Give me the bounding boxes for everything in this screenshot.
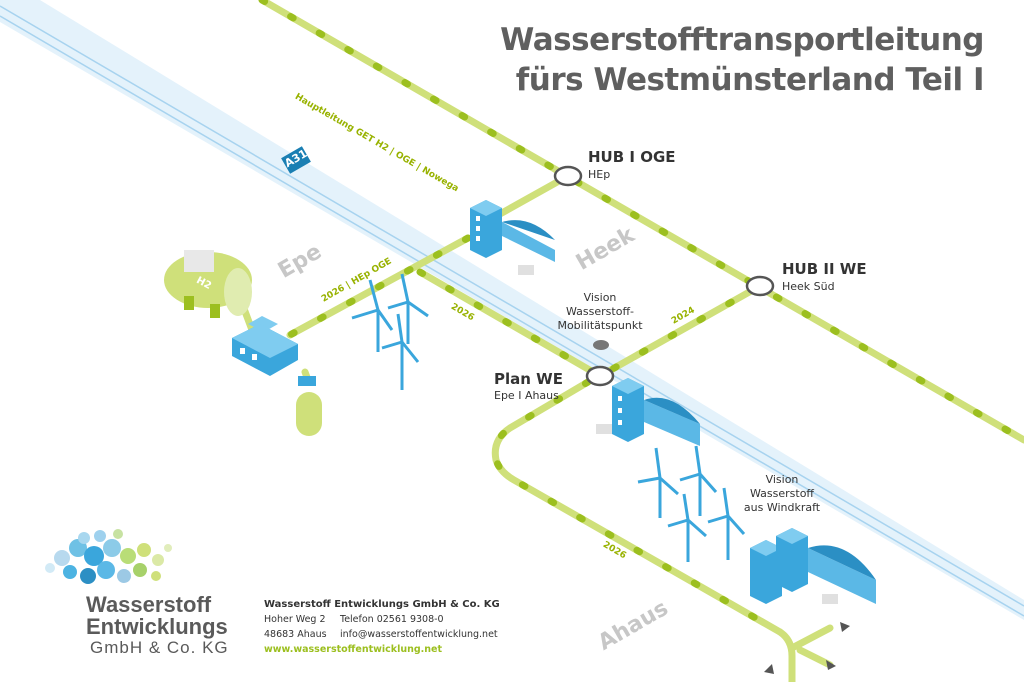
company-website-link[interactable]: www.wasserstoffentwicklung.net xyxy=(264,644,443,655)
hub-2-sub: Heek Süd xyxy=(782,280,835,293)
hub-2-node xyxy=(745,275,775,297)
vision-wind-line-1: Vision xyxy=(765,473,799,486)
company-city: 48683 Ahaus xyxy=(264,629,327,640)
hub-1-sub: HEp xyxy=(588,168,611,181)
highway-a31 xyxy=(0,0,1024,620)
plan-node xyxy=(585,365,615,387)
building-wind-hydrogen xyxy=(750,528,876,604)
vision-mobility: Vision Wasserstoff- Mobilitätspunkt xyxy=(548,291,652,333)
company-name: Wasserstoff Entwicklungs GmbH & Co. KG xyxy=(264,599,500,610)
storage-cylinder xyxy=(296,392,322,436)
vision-mobility-line-1: Vision xyxy=(583,291,617,304)
wind-turbines-epe xyxy=(351,273,429,390)
hub-2-name: HUB II WE xyxy=(782,260,867,278)
plan-sub: Epe I Ahaus xyxy=(494,389,559,402)
title-line-2: fürs Westmünsterland Teil I xyxy=(515,62,985,98)
company-info: Wasserstoff Entwicklungs GmbH & Co. KG H… xyxy=(264,597,500,657)
logo-line-2: Entwicklungs xyxy=(86,614,228,639)
logo-line-1: Wasserstoff xyxy=(86,592,212,617)
vision-wind-line-2: Wasserstoff xyxy=(749,487,815,500)
company-email[interactable]: info@wasserstoffentwicklung.net xyxy=(340,629,498,640)
pipelines xyxy=(236,0,1024,682)
vision-wind-line-3: aus Windkraft xyxy=(743,501,821,514)
title-line-1: Wasserstofftransportleitung xyxy=(500,22,984,58)
building-hub1 xyxy=(470,200,555,275)
logo-line-3: GmbH & Co. KG xyxy=(90,638,229,657)
building-pump-house xyxy=(232,316,316,386)
vision-mobility-line-2: Wasserstoff- xyxy=(566,305,634,318)
company-phone: Telefon 02561 9308-0 xyxy=(340,614,444,625)
plan-name: Plan WE xyxy=(494,370,563,388)
ahaus-direction-arrows xyxy=(764,622,850,674)
hub-1-node xyxy=(553,165,583,187)
company-street: Hoher Weg 2 xyxy=(264,614,326,625)
vision-mobility-line-3: Mobilitätspunkt xyxy=(557,319,643,332)
h2-tank xyxy=(164,250,252,318)
mobility-point-node xyxy=(593,340,609,350)
hub-1-name: HUB I OGE xyxy=(588,148,676,166)
building-plan xyxy=(596,378,700,446)
logo-bubbles xyxy=(45,529,172,584)
wind-turbines-ahaus xyxy=(637,445,746,562)
vision-wind: Vision Wasserstoff aus Windkraft xyxy=(730,473,834,515)
a31-sign xyxy=(281,146,311,174)
